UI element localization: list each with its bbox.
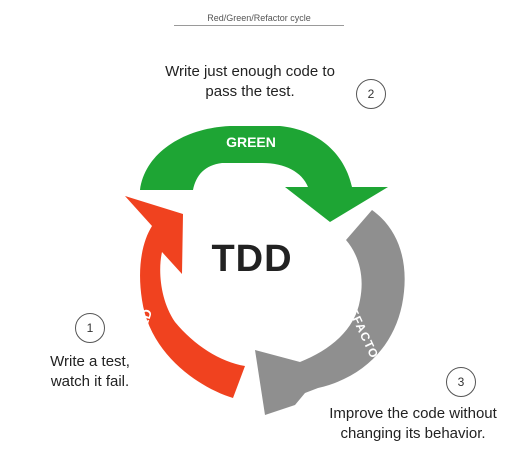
step-3-line-2: changing its behavior. xyxy=(340,425,486,442)
green-label: GREEN xyxy=(226,134,276,150)
step-1-note: Write a test, watch it fail. xyxy=(15,352,165,392)
step-1-line-2: watch it fail. xyxy=(50,373,130,390)
diagram-caption: Red/Green/Refactor cycle xyxy=(207,13,311,23)
step-2-line-1: Write just enough code to xyxy=(165,63,335,80)
step-2-line-2: pass the test. xyxy=(205,83,295,100)
refactor-arrow xyxy=(255,210,405,415)
center-label: TDD xyxy=(211,238,293,280)
step-1-line-1: Write a test, xyxy=(50,353,130,370)
green-arrow xyxy=(140,126,388,222)
step-2-number-badge: 2 xyxy=(356,79,386,109)
step-1-number-badge: 1 xyxy=(75,313,105,343)
step-3-note: Improve the code without changing its be… xyxy=(308,404,518,444)
step-2-note: Write just enough code to pass the test. xyxy=(140,62,360,102)
caption-underline xyxy=(174,25,344,26)
red-arrow xyxy=(125,196,245,398)
step-3-line-1: Improve the code without xyxy=(329,405,497,422)
step-3-number-badge: 3 xyxy=(446,367,476,397)
